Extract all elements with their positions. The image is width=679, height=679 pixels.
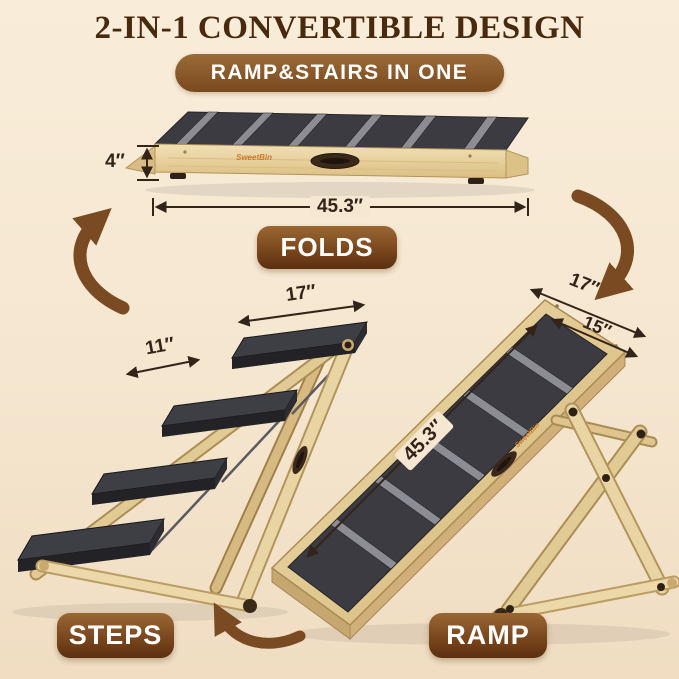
transform-arrows <box>72 189 634 649</box>
fold-arrow-left <box>72 208 130 315</box>
dim-line-steps-depth <box>125 355 201 379</box>
dim-folded-length-label: 45.3″ <box>309 196 371 218</box>
convert-arrow-bottom <box>213 602 306 649</box>
brand-logo-folded: SweetBin <box>236 153 273 162</box>
dim-steps-width-label: 17″ <box>284 281 318 307</box>
steps-carry-handle <box>292 445 308 475</box>
dim-folded-height-label: 4″ <box>105 151 125 172</box>
ramp-hinge-bolts <box>506 407 665 613</box>
page-title: 2-IN-1 CONVERTIBLE DESIGN <box>94 10 585 46</box>
folds-badge: FOLDS <box>257 226 397 269</box>
folded-shadow <box>145 182 535 198</box>
steps-badge: STEPS <box>57 613 174 658</box>
ramp-badge: RAMP <box>429 613 547 658</box>
folded-ramp-illustration <box>124 111 535 198</box>
subtitle-badge: RAMP&STAIRS IN ONE <box>174 54 505 92</box>
dim-line-steps-width <box>237 300 366 327</box>
dim-line-ramp-inner-width <box>550 318 639 358</box>
fold-arrow-right <box>571 189 634 301</box>
folded-carry-handle <box>310 153 360 169</box>
